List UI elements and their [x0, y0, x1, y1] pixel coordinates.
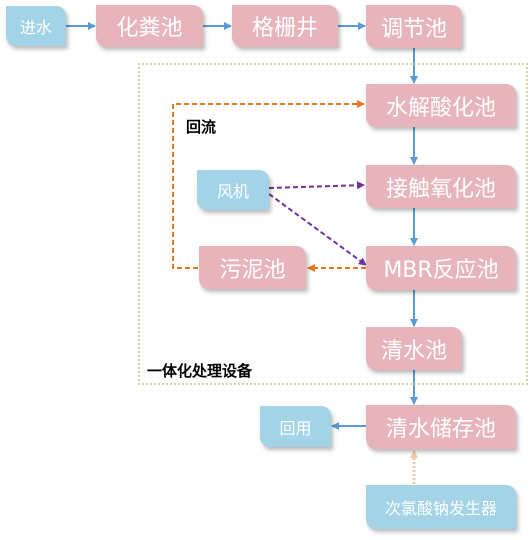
- node-hydrolysis-tank: 水解酸化池: [366, 84, 516, 127]
- node-septic-tank: 化粪池: [96, 5, 203, 47]
- arrow-return-flow: [172, 100, 365, 269]
- node-grille-well: 格栅井: [232, 5, 338, 47]
- node-clear-water-tank: 清水池: [366, 327, 462, 370]
- node-reuse: 回用: [260, 406, 331, 447]
- arrow-fan-to-mbr: [268, 193, 367, 266]
- integrated-equipment-region: [138, 63, 528, 385]
- node-regulating-tank: 调节池: [366, 5, 462, 48]
- node-contact-oxidation-tank: 接触氧化池: [366, 165, 516, 208]
- node-fan: 风机: [197, 170, 269, 210]
- integrated-equipment-label: 一体化处理设备: [147, 362, 253, 380]
- node-sludge-tank: 污泥池: [199, 246, 306, 289]
- node-mbr-tank: MBR反应池: [366, 246, 516, 290]
- node-inflow: 进水: [6, 6, 66, 46]
- node-clear-water-storage: 清水储存池: [366, 405, 516, 449]
- node-hypochlorite-generator: 次氯酸钠发生器: [366, 485, 516, 529]
- return-flow-label: 回流: [186, 118, 217, 136]
